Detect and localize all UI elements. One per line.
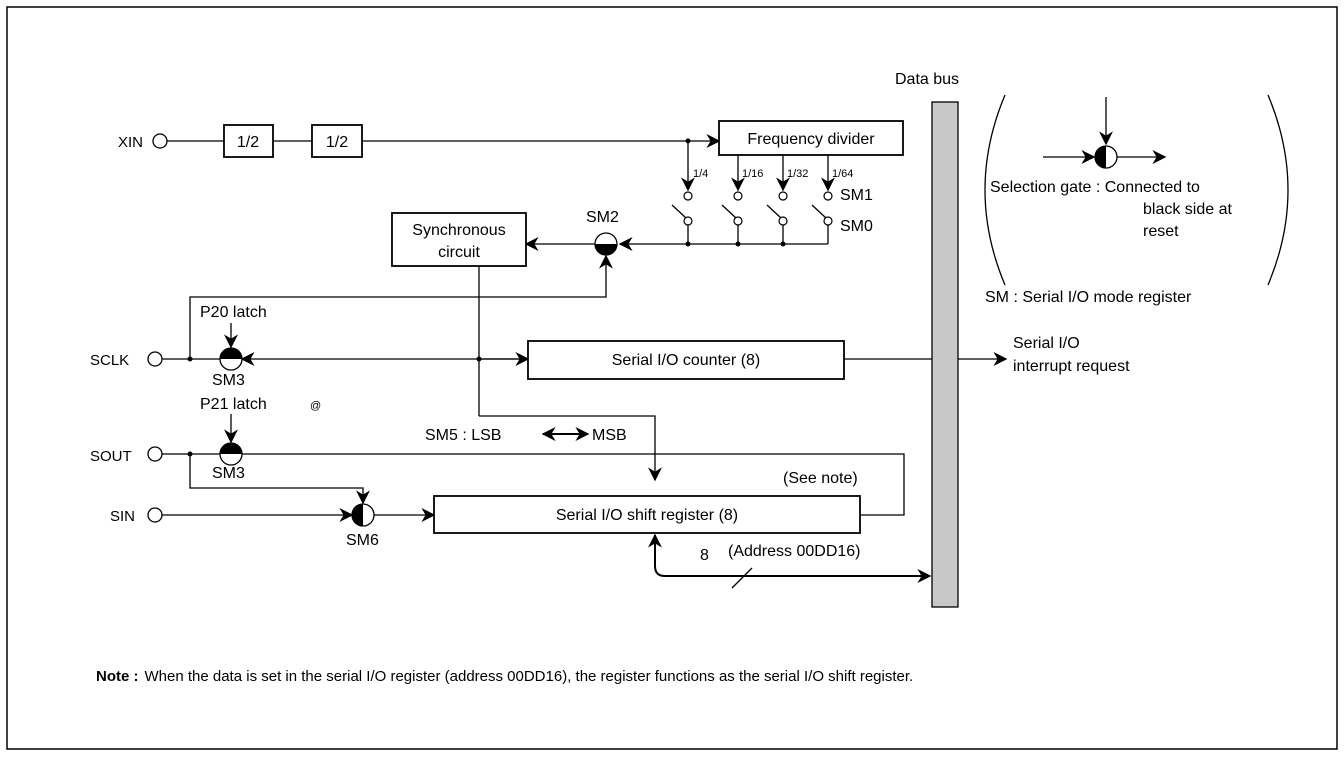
xin-pin: [152, 133, 168, 149]
legend-selection-gate-icon: [1094, 145, 1118, 169]
sout-pin: [147, 446, 163, 462]
tap-1-32: 1/32: [787, 168, 808, 180]
at-mark: @: [310, 400, 321, 412]
sm3-label-a: SM3: [212, 372, 245, 389]
sm6-label: SM6: [346, 532, 379, 549]
sm1-label: SM1: [840, 187, 873, 204]
legend-gate-text-2: black side at: [1143, 201, 1232, 218]
interrupt-request-text: interrupt request: [1013, 358, 1130, 375]
address-label: (Address 00DD16): [728, 543, 861, 560]
frequency-divider-box: [718, 120, 904, 156]
shift-register-label: Serial I/O shift register (8): [556, 507, 738, 524]
note-prefix: Note :: [96, 668, 139, 685]
sm3-sclk-selection-gate: [219, 347, 243, 371]
xin-label: XIN: [118, 134, 143, 151]
tap-1-4: 1/4: [693, 168, 708, 180]
note-text: When the data is set in the serial I/O r…: [145, 668, 914, 685]
sync-label-2: circuit: [438, 244, 480, 261]
synchronous-circuit-box: [391, 212, 527, 267]
sin-pin: [147, 507, 163, 523]
sm5-label: SM5 : LSB: [425, 427, 501, 444]
tap-1-64: 1/64: [832, 168, 853, 180]
legend: Selection gate : Connected to black side…: [984, 94, 1289, 306]
sm3-label-b: SM3: [212, 465, 245, 482]
shift-register-box: [433, 495, 861, 534]
bus-width-label: 8: [700, 547, 709, 564]
sin-label: SIN: [110, 508, 135, 525]
msb-label: MSB: [592, 427, 627, 444]
data-bus-label: Data bus: [895, 71, 959, 88]
sout-label: SOUT: [90, 448, 132, 465]
sm0-label: SM0: [840, 218, 873, 235]
p21-latch-label: P21 latch: [200, 396, 267, 413]
sclk-pin: [147, 351, 163, 367]
legend-sm-text: SM : Serial I/O mode register: [985, 289, 1192, 306]
serial-io-text: Serial I/O: [1013, 335, 1080, 352]
see-note-label: (See note): [783, 470, 858, 487]
legend-gate-text-3: reset: [1143, 223, 1179, 240]
sm2-label: SM2: [586, 209, 619, 226]
divider-1-label: 1/2: [237, 134, 259, 151]
outer-frame: [6, 6, 1338, 750]
sm6-selection-gate: [351, 503, 375, 527]
sclk-label: SCLK: [90, 352, 129, 369]
p20-latch-label: P20 latch: [200, 304, 267, 321]
legend-gate-text-1: Selection gate : Connected to: [990, 179, 1200, 196]
sync-label-1: Synchronous: [412, 222, 505, 239]
divider-2-label: 1/2: [326, 134, 348, 151]
clock-select-switches: [618, 191, 833, 251]
serial-io-counter-box: [527, 340, 845, 380]
sm2-selection-gate: [594, 232, 618, 256]
data-bus: [931, 101, 959, 608]
divider-box-1: [223, 124, 274, 158]
sm3-sout-selection-gate: [219, 442, 243, 466]
frequency-divider-label: Frequency divider: [747, 131, 875, 148]
footnote: Note : When the data is set in the serial…: [96, 668, 913, 685]
counter-label: Serial I/O counter (8): [612, 352, 761, 369]
tap-1-16: 1/16: [742, 168, 763, 180]
shift-register-bus-link: [648, 533, 932, 583]
